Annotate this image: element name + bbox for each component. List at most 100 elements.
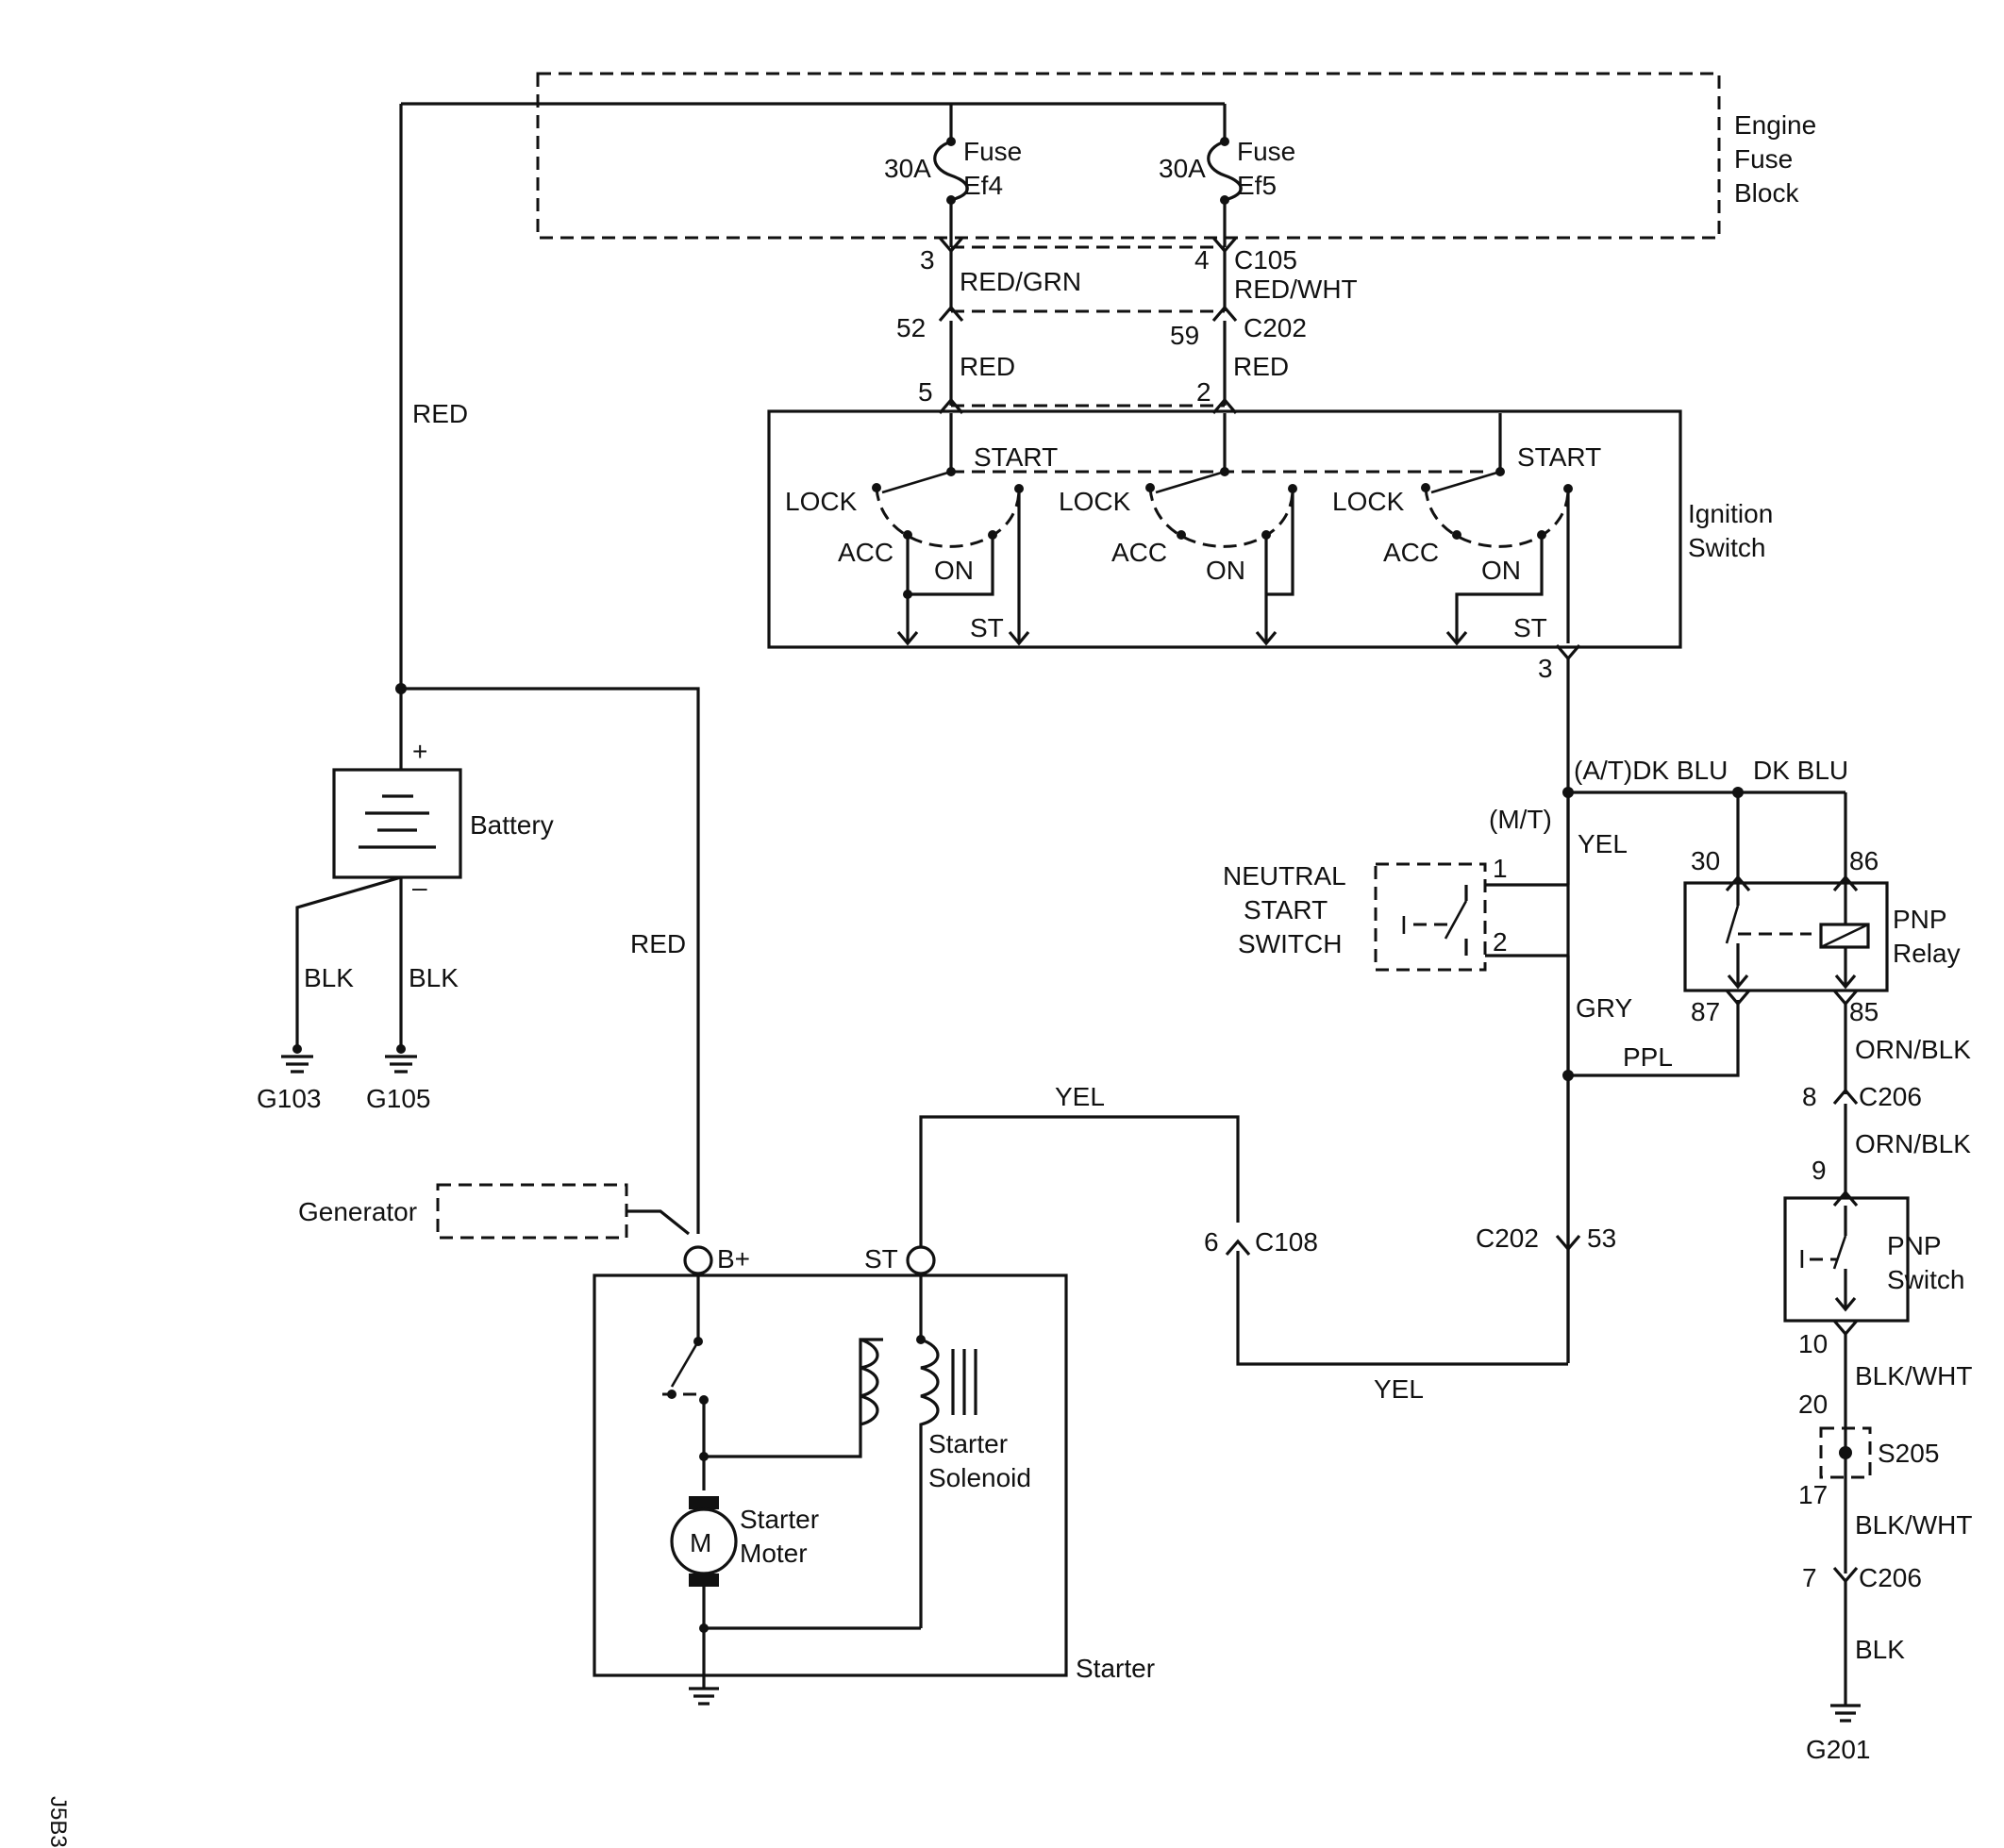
diagram-code: J5B31E01 — [45, 1796, 71, 1848]
ignition-switch-label-2: Switch — [1688, 533, 1765, 562]
relay-pin-85: 85 — [1849, 997, 1879, 1026]
generator: Generator — [298, 1183, 690, 1240]
red-wire-left-label: RED — [960, 352, 1015, 381]
fuse-ef4-name-1: Fuse — [963, 137, 1022, 166]
ign-lock-label-2: LOCK — [1059, 487, 1131, 516]
yel-neutral-label: YEL — [1578, 829, 1628, 858]
splice-ppl — [1562, 1070, 1574, 1081]
ign-on-label-1: ON — [934, 556, 974, 585]
st-terminal — [906, 1245, 936, 1275]
fuse-ef4: 30A Fuse Ef4 — [884, 104, 1022, 247]
neutral-pin-1: 1 — [1493, 854, 1508, 883]
ign-pin-5: 5 — [918, 377, 933, 407]
fuse-ef4-rating: 30A — [884, 154, 931, 183]
relay-pin-30: 30 — [1691, 846, 1720, 875]
c108-pin-6: 6 — [1204, 1227, 1219, 1257]
blk-g201-label: BLK — [1855, 1635, 1905, 1664]
blk-wire-g103 — [295, 875, 402, 1049]
pnp-relay: 30 86 87 85 PNP Relay — [1683, 792, 1961, 1026]
ign-pin-3: 3 — [1538, 654, 1553, 683]
motor-label-2: Moter — [740, 1539, 808, 1568]
orn-blk-label-2: ORN/BLK — [1855, 1129, 1971, 1158]
fuse-ef5-rating: 30A — [1159, 154, 1206, 183]
pnp-relay-label-2: Relay — [1893, 939, 1961, 968]
ign-pin2-connector — [1211, 397, 1238, 415]
engine-fuse-block-label-3: Block — [1734, 178, 1799, 208]
connector-c202-top: 52 59 C202 — [896, 305, 1307, 350]
pnp-switch-label-1: PNP — [1887, 1231, 1942, 1260]
relay-pin-86: 86 — [1849, 846, 1879, 875]
motor-label-1: Starter — [740, 1505, 819, 1534]
c202-pin-59: 59 — [1170, 321, 1199, 350]
splice-s205 — [1819, 1426, 1872, 1479]
pnp-relay-label-1: PNP — [1893, 905, 1947, 934]
red-wire-to-starter — [401, 687, 700, 1234]
neutral-label-3: SWITCH — [1238, 929, 1342, 958]
s205-pin-17: 17 — [1798, 1480, 1828, 1509]
neutral-start-switch: I 1 2 NEUTRAL START SWITCH — [1223, 854, 1568, 972]
ground-starter-symbol — [689, 1675, 719, 1706]
c206-upper-pin-8: 8 — [1802, 1082, 1817, 1111]
c202-lower-pin-53: 53 — [1587, 1224, 1616, 1253]
ign-start-label-1: START — [974, 442, 1058, 472]
c105-pin-4: 4 — [1194, 245, 1210, 275]
motor-brush-top — [689, 1496, 719, 1509]
c108-connector — [1225, 1239, 1251, 1257]
ign-on-label-2: ON — [1206, 556, 1245, 585]
fuse-ef5-name-1: Fuse — [1237, 137, 1295, 166]
engine-fuse-block: Engine Fuse Block — [536, 72, 1816, 240]
ground-g201-symbol — [1830, 1704, 1861, 1723]
fuse-ef4-name-2: Ef4 — [963, 171, 1003, 200]
c202-top-name: C202 — [1244, 313, 1307, 342]
c206-upper-name: C206 — [1859, 1082, 1922, 1111]
blk-g105-label: BLK — [409, 963, 459, 992]
yel-bottom-label: YEL — [1374, 1374, 1424, 1404]
ignition-switch: Ignition Switch START LOCK ACC ON ST — [767, 409, 1773, 649]
battery-minus-label: – — [412, 873, 427, 902]
yel-starter-label: YEL — [1055, 1082, 1105, 1111]
ign-acc-label-1: ACC — [838, 538, 893, 567]
connector-c105: 3 4 C105 — [920, 236, 1297, 275]
c202-lower-connector — [1555, 1234, 1581, 1252]
pnp-switch-pin-10: 10 — [1798, 1329, 1828, 1358]
solenoid-label-2: Solenoid — [928, 1463, 1031, 1492]
ppl-wire — [1568, 1000, 1740, 1077]
blk-wht-label-1: BLK/WHT — [1855, 1361, 1972, 1390]
battery: + – Battery — [332, 737, 554, 902]
pnp-switch-mech-symbol: I — [1798, 1244, 1806, 1274]
blk-g103-label: BLK — [304, 963, 354, 992]
ignition-switch-label-1: Ignition — [1688, 499, 1773, 528]
motor-symbol: M — [690, 1528, 711, 1557]
s205-name: S205 — [1878, 1439, 1939, 1468]
ign-acc-label-3: ACC — [1383, 538, 1439, 567]
ign-pin-2: 2 — [1196, 377, 1211, 407]
ign-start-label-3: START — [1517, 442, 1601, 472]
neutral-switch-mech-symbol: I — [1400, 910, 1408, 940]
b-plus-label: B+ — [717, 1244, 750, 1274]
ground-g103-symbol — [281, 1044, 313, 1074]
motor-brush-bottom — [689, 1573, 719, 1587]
yel-starter-wire — [919, 1115, 1240, 1247]
pnp-switch: 9 I 10 PNP Switch — [1783, 1156, 1964, 1358]
c202-lower-name: C202 — [1476, 1224, 1539, 1253]
engine-fuse-block-label-2: Fuse — [1734, 144, 1793, 174]
pnp-switch-pin-9: 9 — [1812, 1156, 1827, 1185]
ign-st-label-3: ST — [1513, 613, 1547, 642]
fuse-ef5-name-2: Ef5 — [1237, 171, 1277, 200]
ground-g105-label: G105 — [366, 1084, 431, 1113]
engine-fuse-block-label-1: Engine — [1734, 110, 1816, 140]
mt-label: (M/T) — [1489, 805, 1552, 834]
c105-name: C105 — [1234, 245, 1297, 275]
blk-wht-label-2: BLK/WHT — [1855, 1510, 1972, 1540]
ign-acc-label-2: ACC — [1111, 538, 1167, 567]
ground-g201-label: G201 — [1806, 1735, 1871, 1764]
c206-lower-pin-7: 7 — [1802, 1563, 1817, 1592]
red-wire-battery-label: RED — [412, 399, 468, 428]
st-terminal-label: ST — [864, 1244, 898, 1274]
dk-blu-label: DK BLU — [1753, 756, 1848, 785]
c202-pin-52: 52 — [896, 313, 926, 342]
c105-pin-3: 3 — [920, 245, 935, 275]
c206-upper-connector — [1832, 1088, 1859, 1106]
c108-name: C108 — [1255, 1227, 1318, 1257]
ign-lock-label-1: LOCK — [785, 487, 858, 516]
